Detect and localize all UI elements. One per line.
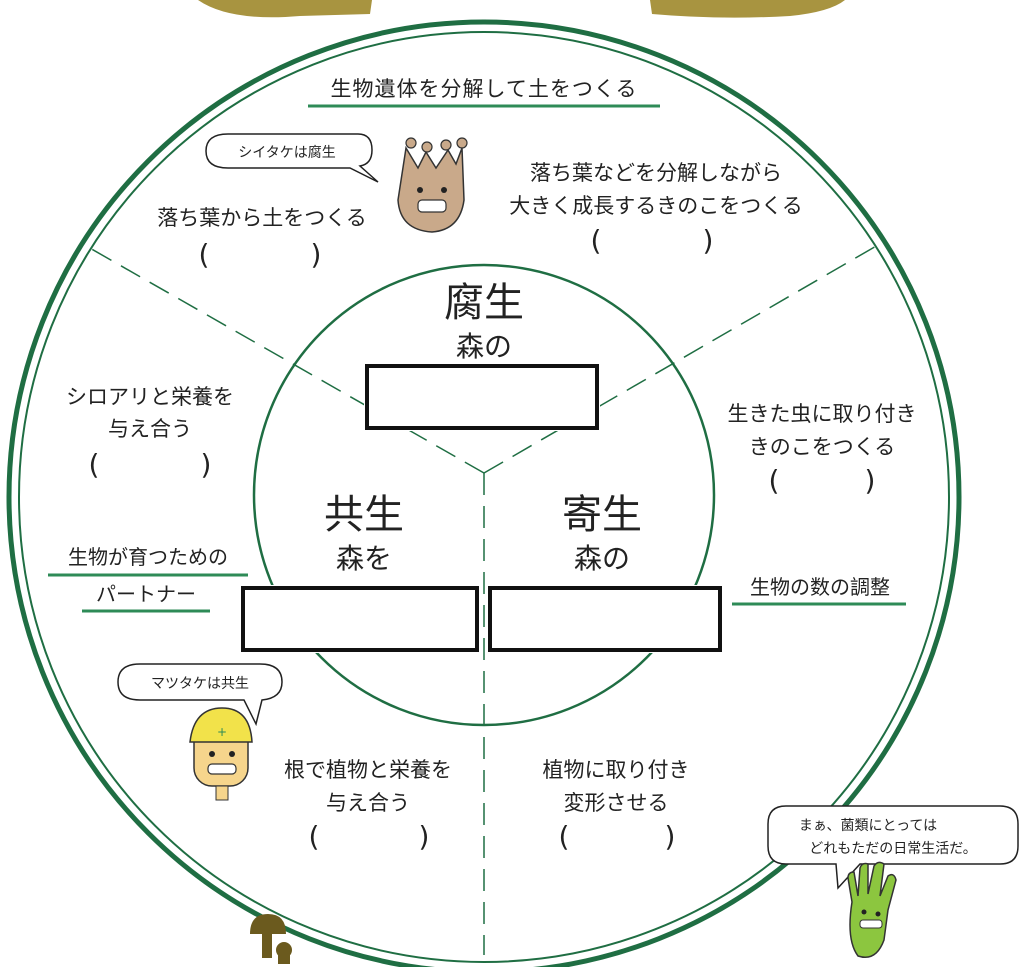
top-right-paren-open: ( bbox=[591, 224, 602, 257]
top-right-item-line1: 落ち葉などを分解しながら bbox=[530, 161, 782, 185]
speech-bubble-bottom-line1: まぁ、菌類にとっては bbox=[799, 818, 937, 834]
right-item1-line2: きのこをつくる bbox=[749, 435, 896, 459]
speech-bubble-bottom-line2: どれもただの日常生活だ。 bbox=[809, 841, 977, 857]
svg-text:+: + bbox=[217, 725, 227, 739]
center-right-sub: 森の bbox=[574, 542, 630, 575]
helmet-character: + bbox=[189, 707, 253, 801]
right-item1-paren-open: ( bbox=[769, 464, 780, 497]
left-caption-line2: パートナー bbox=[96, 582, 196, 606]
left-item1-line1: シロアリと栄養を bbox=[66, 385, 234, 409]
center-top-title: 腐生 bbox=[444, 280, 524, 326]
speech-bubble-bottom: まぁ、菌類にとっては どれもただの日常生活だ。 bbox=[767, 805, 1019, 890]
dividers bbox=[87, 244, 879, 955]
answer-box-right[interactable] bbox=[488, 586, 722, 652]
top-right-paren-close: ) bbox=[703, 224, 714, 257]
speech-bubble-matsutake-text: マツタケは共生 bbox=[151, 676, 249, 692]
top-decor-left bbox=[198, 0, 372, 18]
right-item2-line1: 植物に取り付き bbox=[543, 758, 690, 782]
top-right-item-line2: 大きく成長するきのこをつくる bbox=[509, 194, 803, 218]
top-caption: 生物遺体を分解して土をつくる bbox=[331, 77, 638, 101]
top-decor-right bbox=[650, 0, 845, 18]
right-item2-paren-open: ( bbox=[559, 820, 570, 853]
left-item2-line1: 根で植物と栄養を bbox=[284, 758, 452, 782]
left-item1-line2: 与え合う bbox=[108, 417, 192, 441]
left-item2-paren-close: ) bbox=[419, 820, 430, 853]
glove-character bbox=[847, 861, 897, 958]
speech-bubble-matsutake: マツタケは共生 bbox=[117, 663, 283, 727]
top-left-paren-close: ) bbox=[311, 238, 322, 271]
right-item1-paren-close: ) bbox=[865, 464, 876, 497]
outer-ring-inner bbox=[18, 31, 950, 963]
right-item1-line1: 生きた虫に取り付き bbox=[728, 402, 917, 426]
center-left-title: 共生 bbox=[324, 492, 404, 538]
left-item2-paren-open: ( bbox=[309, 820, 320, 853]
left-item1-paren-open: ( bbox=[89, 448, 100, 481]
speech-bubble-shiitake: シイタケは腐生 bbox=[205, 133, 379, 183]
answer-box-left[interactable] bbox=[241, 586, 479, 652]
left-item1-paren-close: ) bbox=[201, 448, 212, 481]
answer-box-top[interactable] bbox=[365, 364, 599, 430]
top-left-paren-open: ( bbox=[199, 238, 210, 271]
top-left-item-text: 落ち葉から土をつくる bbox=[157, 206, 367, 230]
right-caption: 生物の数の調整 bbox=[750, 575, 890, 599]
outer-ring bbox=[6, 19, 962, 967]
crown-mushroom-character bbox=[397, 137, 468, 233]
right-item2-line2: 変形させる bbox=[564, 791, 669, 815]
left-caption-line1: 生物が育つための bbox=[68, 545, 228, 569]
center-top-sub: 森の bbox=[456, 330, 512, 363]
small-mushroom-icon bbox=[250, 914, 292, 964]
center-right-title: 寄生 bbox=[562, 492, 642, 538]
center-left-sub: 森を bbox=[336, 542, 392, 575]
speech-bubble-shiitake-text: シイタケは腐生 bbox=[238, 144, 335, 161]
left-item2-line2: 与え合う bbox=[326, 791, 410, 815]
right-item2-paren-close: ) bbox=[665, 820, 676, 853]
